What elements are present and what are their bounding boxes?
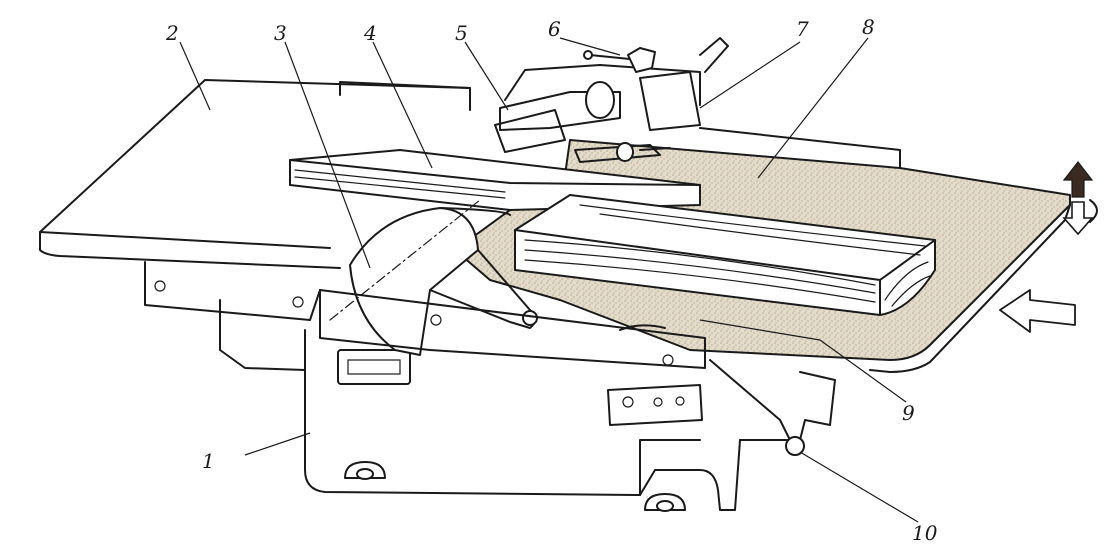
label-7: 7	[796, 17, 809, 41]
label-1: 1	[202, 449, 215, 473]
feed-direction-arrow	[999, 289, 1076, 333]
label-9: 9	[902, 401, 915, 425]
rear-table	[39, 79, 471, 321]
cutter-head-assembly	[494, 37, 729, 163]
label-3: 3	[274, 21, 287, 45]
label-10: 10	[912, 521, 938, 545]
front-rail	[319, 289, 805, 456]
outline-down-arrow-icon	[1062, 201, 1094, 236]
label-5: 5	[455, 21, 468, 45]
filled-up-arrow-icon	[1062, 161, 1094, 198]
part-labels: 1 2 3 4 5 6 7 8 9 10	[165, 15, 938, 545]
label-2: 2	[165, 21, 179, 45]
leader-lines	[179, 37, 919, 523]
label-8: 8	[862, 15, 875, 39]
height-adjust-arrows	[1062, 161, 1098, 236]
outline-left-arrow-icon	[999, 289, 1076, 333]
label-4: 4	[363, 21, 377, 45]
fence	[289, 149, 701, 211]
workpiece-board	[514, 194, 936, 316]
machine-base	[219, 299, 836, 512]
label-6: 6	[548, 17, 561, 41]
cutter-guard	[329, 199, 538, 356]
